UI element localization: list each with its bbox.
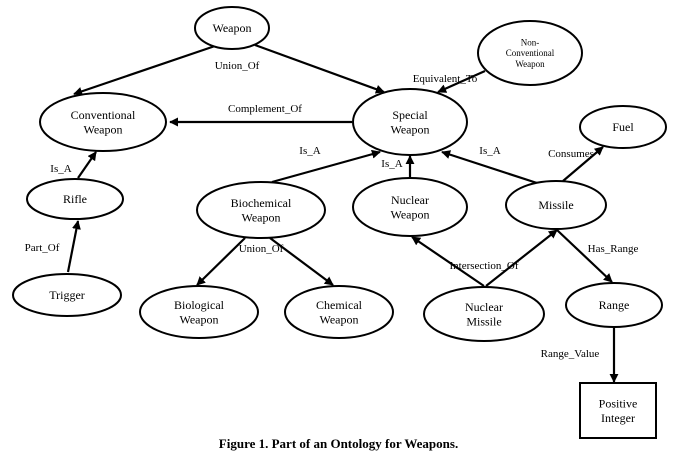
node-ellipse (194, 6, 270, 50)
node-ellipse (352, 88, 468, 156)
node-ellipse (565, 282, 663, 328)
node-label: Chemical (316, 298, 363, 312)
node-label: Range (599, 298, 630, 312)
node-label: Weapon (241, 210, 280, 224)
edge-label-range-positive: Range_Value (541, 348, 600, 360)
node-label: Nuclear (391, 193, 429, 207)
figure-caption: Figure 1. Part of an Ontology for Weapon… (218, 436, 459, 451)
edge-label-trigger-rifle: Part_Of (25, 242, 60, 254)
node-label: Conventional (506, 48, 555, 58)
edge-biochemical-biological (196, 237, 246, 286)
node-label: Integer (601, 411, 635, 425)
node-ellipse (579, 105, 667, 149)
node-rifle: Rifle (26, 178, 124, 220)
edge-label-nuclearmissile-nuclear: Intersection_Of (449, 260, 518, 272)
edge-label-biochemical-biological: Union_Of (239, 243, 284, 255)
node-label: Positive (599, 397, 638, 411)
edge-missile-fuel (562, 146, 604, 182)
node-fuel: Fuel (579, 105, 667, 149)
edge-missile-range (556, 229, 613, 283)
node-label: Weapon (390, 207, 429, 221)
node-label: Missile (538, 198, 573, 212)
node-ellipse (505, 180, 607, 230)
node-ellipse (39, 92, 167, 152)
node-label: Rifle (63, 192, 87, 206)
edge-label-missile-special: Is_A (479, 145, 500, 157)
node-label: Trigger (49, 288, 85, 302)
node-range: Range (565, 282, 663, 328)
node-missile: Missile (505, 180, 607, 230)
node-box (579, 382, 657, 439)
node-ellipse (139, 285, 259, 339)
node-ellipse (196, 181, 326, 239)
node-ellipse (12, 273, 122, 317)
edge-label-weapon-conventional: Union_Of (215, 60, 260, 72)
node-label: Nuclear (465, 300, 503, 314)
edge-biochemical-special (271, 149, 381, 184)
node-label: Weapon (390, 122, 429, 136)
edge-label-biochemical-special: Is_A (299, 145, 320, 157)
edge-nonconventional-special (437, 69, 486, 94)
node-label: Weapon (515, 59, 545, 69)
node-ellipse (26, 178, 124, 220)
node-label: Biochemical (231, 196, 292, 210)
node-label: Biological (174, 298, 225, 312)
node-label: Conventional (71, 108, 136, 122)
edge-nuclearmissile-nuclear (411, 236, 485, 287)
edge-rifle-conventional (77, 151, 97, 179)
edge-biochemical-chemical (269, 237, 334, 286)
node-label: Special (392, 108, 428, 122)
node-label: Non- (521, 37, 540, 47)
edge-weapon-special (254, 43, 385, 94)
node-ellipse (352, 177, 468, 237)
node-label: Fuel (612, 120, 634, 134)
edge-missile-special (441, 150, 538, 185)
node-label: Weapon (83, 122, 122, 136)
node-label: Weapon (319, 312, 358, 326)
node-label: Weapon (212, 21, 251, 35)
edge-label-rifle-conventional: Is_A (50, 163, 71, 175)
edge-label-missile-fuel: Consumes (548, 148, 594, 160)
edge-trigger-rifle (66, 220, 81, 273)
edge-nuclearmissile-missile (485, 229, 558, 287)
node-ellipse (423, 286, 545, 342)
edge-label-nonconventional-special: Equivalent_To (413, 73, 478, 85)
node-label: Weapon (179, 312, 218, 326)
node-trigger: Trigger (12, 273, 122, 317)
node-ellipse (477, 20, 583, 86)
node-weapon: Weapon (194, 6, 270, 50)
edge-label-nuclear-special: Is_A (381, 158, 402, 170)
node-ellipse (284, 285, 394, 339)
node-label: Missile (466, 314, 501, 328)
edge-weapon-conventional (73, 44, 216, 96)
edge-label-special-conventional: Complement_Of (228, 103, 302, 115)
edge-label-missile-range: Has_Range (588, 243, 639, 255)
